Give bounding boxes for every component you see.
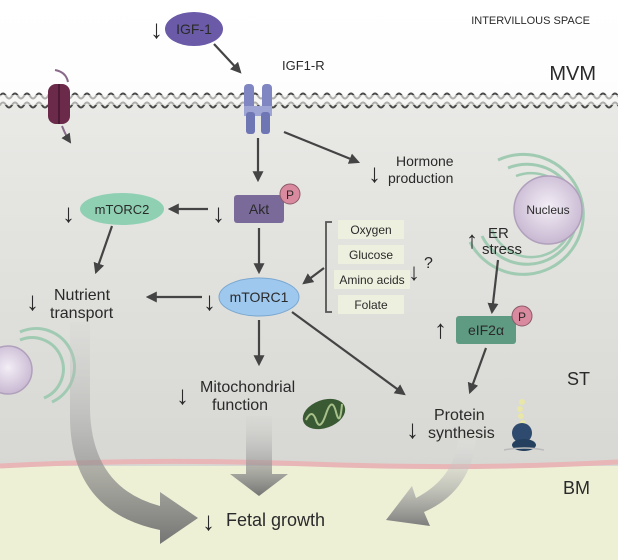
arrow-mtorc1-to-protein	[291, 311, 406, 396]
er-label-line2: stress	[482, 241, 522, 258]
akt-phospho-badge	[279, 183, 301, 205]
fetal-growth-down-arrow: ↓	[202, 506, 215, 536]
fetal-growth-label: Fetal growth	[226, 510, 325, 530]
ribosome-icon	[503, 399, 545, 451]
nucleus-label: Nucleus	[526, 203, 569, 217]
mito-label-line1: Mitochondrial	[200, 379, 295, 396]
membrane-interior	[0, 95, 618, 105]
mvm-label: MVM	[549, 63, 596, 85]
mtorc2-node	[80, 193, 164, 225]
arrow-er-to-eif2a	[487, 259, 500, 315]
mito-down-arrow: ↓	[176, 380, 189, 410]
transporter-channel-icon	[48, 69, 72, 144]
nutrient-box-folate	[338, 295, 404, 314]
protein-label-line2: synthesis	[428, 425, 495, 442]
nucleus-icon	[513, 175, 583, 245]
akt-phospho-label: P	[286, 188, 294, 202]
mito-label-line2: function	[212, 397, 268, 414]
eif2a-label: eIF2α	[468, 322, 504, 338]
akt-node	[234, 195, 284, 223]
mtorc2-down-arrow: ↓	[62, 198, 75, 228]
flow-arrow-nutrient-to-growth	[70, 322, 198, 544]
igf1r-label: IGF1-R	[282, 58, 325, 73]
eif2a-phospho-badge	[511, 305, 533, 327]
nutrient-question-mark: ?	[424, 255, 433, 272]
nutrient-box-amino-acids	[334, 270, 410, 289]
mtorc1-down-arrow: ↓	[203, 286, 216, 316]
protein-label-line1: Protein	[434, 407, 485, 424]
nutrient-glucose: Glucose	[349, 248, 393, 262]
mitochondrion-icon	[302, 398, 346, 430]
eif2a-node	[456, 316, 516, 344]
hormone-label-line2: production	[388, 170, 453, 186]
nutrient-amino-acids: Amino acids	[339, 273, 404, 287]
eif2a-up-arrow: ↑	[434, 314, 447, 344]
arrow-nutrients-to-mtorc1	[302, 267, 325, 285]
mtorc1-node	[218, 277, 300, 317]
igf1-label: IGF-1	[176, 21, 212, 37]
hormone-down-arrow: ↓	[368, 158, 381, 188]
bm-label: BM	[563, 478, 590, 498]
nutrient-transport-line1: Nutrient	[54, 287, 111, 304]
st-label: ST	[567, 369, 590, 389]
igf1-down-arrow: ↓	[150, 14, 163, 44]
er-label-line1: ER	[488, 225, 509, 242]
hormone-label-line1: Hormone	[396, 153, 454, 169]
arrow-receptor-to-hormone	[283, 130, 361, 164]
arrow-eif2a-to-protein	[467, 347, 488, 395]
akt-label: Akt	[249, 201, 269, 217]
nutrient-oxygen: Oxygen	[350, 223, 391, 237]
protein-down-arrow: ↓	[406, 414, 419, 444]
nutrient-list: Oxygen Glucose Amino acids Folate	[334, 220, 410, 314]
akt-down-arrow: ↓	[212, 198, 225, 228]
nutrient-folate: Folate	[354, 298, 388, 312]
arrow-igf1-to-receptor	[213, 43, 242, 74]
flow-arrow-mito-to-growth	[230, 416, 288, 496]
flow-arrow-protein-to-growth	[386, 440, 476, 526]
igf1-ligand	[165, 12, 223, 46]
arrow-mtorc2-to-nutrient-transport	[93, 225, 114, 275]
nutrient-transport-line2: transport	[50, 305, 114, 322]
nutrient-bracket	[325, 221, 332, 313]
nutrient-down-arrow: ↓	[408, 259, 420, 286]
mtorc1-label: mTORC1	[230, 289, 289, 305]
intervillous-space-label: INTERVILLOUS SPACE	[471, 15, 590, 27]
nutrient-transport-down-arrow: ↓	[26, 286, 39, 316]
mtorc2-label: mTORC2	[95, 202, 150, 217]
igf1-receptor-icon	[244, 84, 272, 134]
nutrient-box-oxygen	[338, 220, 404, 239]
eif2a-phospho-label: P	[518, 310, 526, 324]
er-up-arrow: ↑	[466, 227, 478, 254]
nutrient-box-glucose	[338, 245, 404, 264]
